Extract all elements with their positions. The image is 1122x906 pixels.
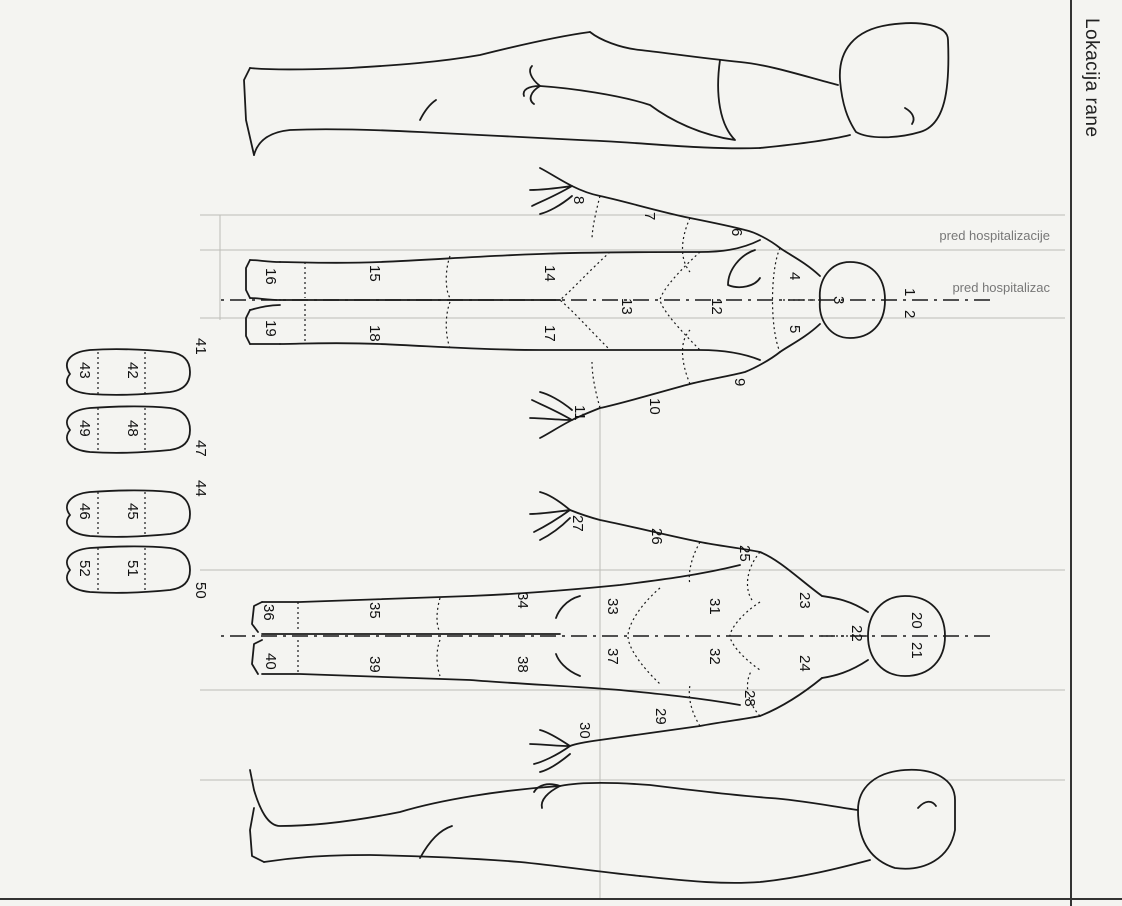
region-17: 17 [541,325,558,342]
region-45: 45 [124,503,141,520]
faint-label-2: pred hospitalizac [952,280,1050,295]
front-figure-upper [246,168,885,438]
region-52: 52 [76,560,93,577]
back-figure-lower [252,492,945,772]
bottom-border-line [0,898,1122,900]
region-14: 14 [541,265,558,282]
region-40: 40 [262,653,279,670]
region-19: 19 [262,320,279,337]
region-25: 25 [736,545,753,562]
region-18: 18 [366,325,383,342]
feet-soles [67,349,190,593]
faint-label-1: pred hospitalizacije [939,228,1050,243]
region-21: 21 [908,642,925,659]
region-44: 44 [192,480,209,497]
region-42: 42 [124,362,141,379]
region-41: 41 [192,338,209,355]
region-38: 38 [514,656,531,673]
region-35: 35 [366,602,383,619]
region-13: 13 [618,298,635,315]
region-6: 6 [728,228,745,236]
region-50: 50 [192,582,209,599]
region-36: 36 [260,604,277,621]
region-49: 49 [76,420,93,437]
side-view-figure-bottom [250,770,955,883]
region-39: 39 [366,656,383,673]
region-7: 7 [641,212,658,220]
region-24: 24 [796,655,813,672]
body-diagram: pred hospitalizacije pred hospitalizac [0,0,1070,898]
region-16: 16 [262,268,279,285]
region-27: 27 [569,515,586,532]
region-9: 9 [731,378,748,386]
region-33: 33 [604,598,621,615]
region-22: 22 [848,625,865,642]
region-51: 51 [124,560,141,577]
region-34: 34 [514,592,531,609]
right-border-line [1070,0,1072,906]
chart-title: Lokacija rane [1080,18,1102,138]
region-26: 26 [648,528,665,545]
region-48: 48 [124,420,141,437]
region-labels: 1 2 3 4 5 6 7 8 9 10 11 12 13 14 15 16 1… [76,196,925,739]
region-30: 30 [576,722,593,739]
region-10: 10 [646,398,663,415]
region-43: 43 [76,362,93,379]
region-31: 31 [706,598,723,615]
region-29: 29 [652,708,669,725]
background-form-lines [200,215,1065,898]
region-2: 2 [901,310,918,318]
region-11: 11 [571,405,588,421]
region-8: 8 [570,196,587,204]
region-47: 47 [192,440,209,457]
region-46: 46 [76,503,93,520]
region-4: 4 [786,272,803,280]
region-32: 32 [706,648,723,665]
region-20: 20 [908,612,925,629]
region-1: 1 [901,288,918,296]
region-37: 37 [604,648,621,665]
region-28: 28 [741,690,758,707]
region-12: 12 [708,298,725,315]
region-5: 5 [786,325,803,333]
region-15: 15 [366,265,383,282]
region-23: 23 [796,592,813,609]
region-3: 3 [830,296,847,304]
side-view-figure-top [244,23,948,155]
